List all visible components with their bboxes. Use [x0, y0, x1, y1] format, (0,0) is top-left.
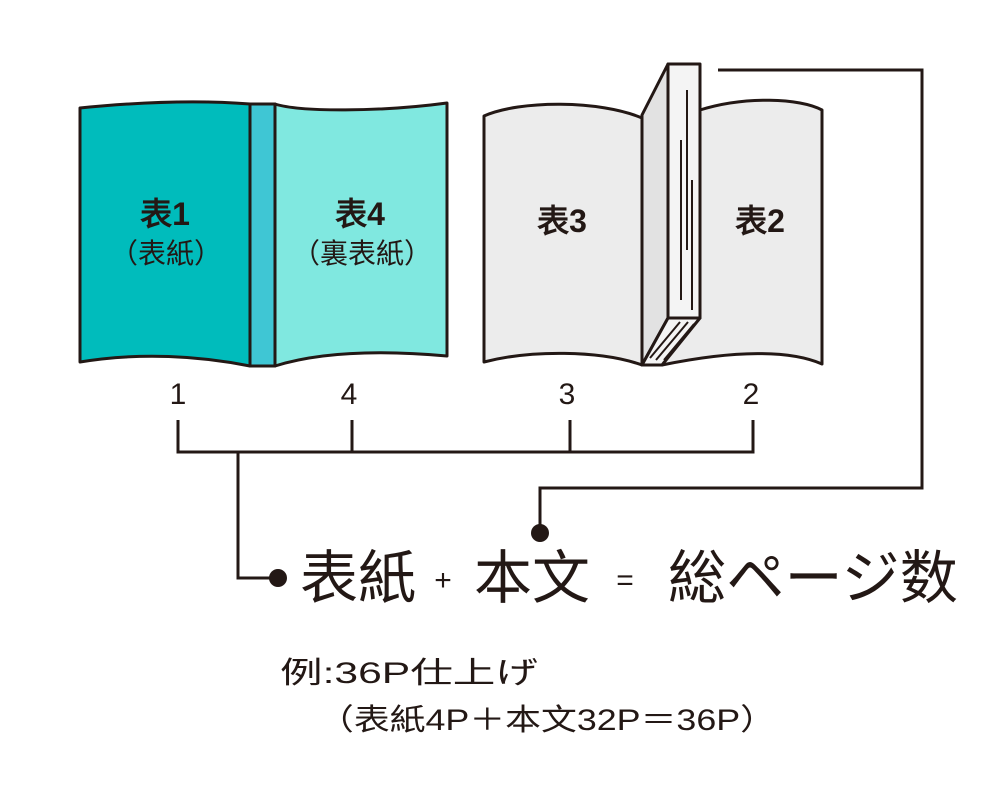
body-block-front	[666, 62, 702, 320]
open-book: 表3 表2	[482, 62, 824, 367]
body-connector	[531, 68, 924, 542]
equation-result: 総ページ数	[668, 546, 958, 611]
page-line	[655, 321, 689, 361]
page-number: 1	[170, 378, 187, 411]
front-cover-subtitle: （表紙）	[110, 238, 222, 269]
inside-front-page	[660, 98, 824, 367]
equation-cover-term: 表紙	[300, 546, 416, 611]
connector-dot	[531, 524, 549, 542]
back-cover-subtitle: （裏表紙）	[292, 238, 432, 269]
body-block-side	[640, 62, 670, 367]
example-line-1: 例:36P仕上げ	[280, 657, 538, 690]
equation-body-term: 本文	[474, 546, 590, 611]
bracket-dot	[269, 569, 287, 587]
front-cover-panel	[78, 100, 252, 368]
connector-line	[538, 68, 924, 528]
bracket-line	[176, 420, 755, 580]
equation-equals: =	[616, 564, 634, 597]
inside-back-title: 表3	[537, 203, 587, 239]
page-number: 4	[341, 378, 358, 411]
equation-plus: +	[434, 564, 452, 597]
example-note: 例:36P仕上げ （表紙4P＋本文32P＝36P）	[280, 657, 776, 737]
cover-bracket	[176, 420, 755, 587]
spine-strip	[248, 102, 277, 368]
body-pages-block	[640, 62, 702, 367]
front-cover-title: 表1	[140, 196, 190, 232]
page-numbers: 1 4 3 2	[170, 378, 760, 411]
back-cover-title: 表4	[335, 196, 385, 232]
inside-front-title: 表2	[735, 203, 785, 239]
page-line	[649, 321, 681, 359]
cover-spread: 表1 （表紙） 表4 （裏表紙）	[78, 100, 449, 368]
example-line-2: （表紙4P＋本文32P＝36P）	[318, 704, 776, 737]
page-number: 2	[743, 378, 760, 411]
page-number: 3	[559, 378, 576, 411]
page-line	[663, 323, 695, 361]
equation: 表紙 + 本文 = 総ページ数	[300, 546, 958, 611]
back-cover-panel	[273, 101, 449, 368]
